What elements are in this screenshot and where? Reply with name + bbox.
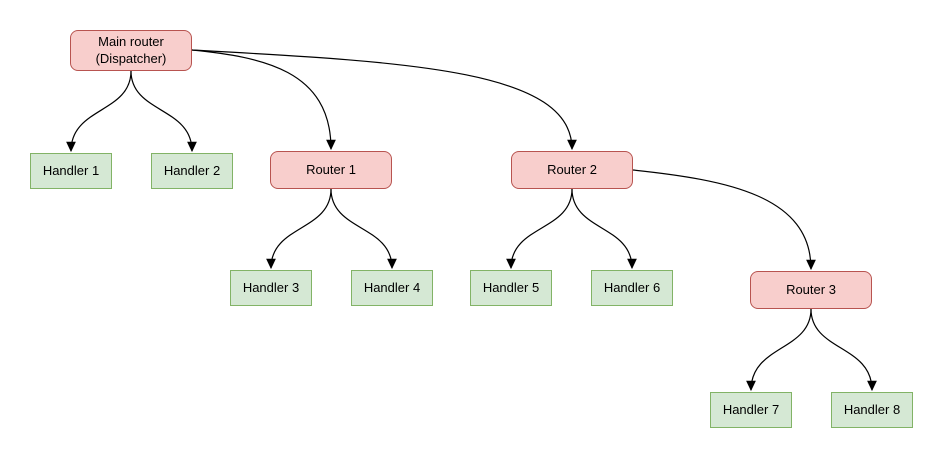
edge-main-router-to-router-2 [191,49,577,151]
node-handler-2: Handler 2 [151,153,233,189]
edge-main-router-to-handler-1 [66,70,132,153]
node-handler-6: Handler 6 [591,270,673,306]
node-handler-8: Handler 8 [831,392,913,428]
node-handler-7: Handler 7 [710,392,792,428]
node-handler-3: Handler 3 [230,270,312,306]
edge-router-3-to-handler-7 [746,308,812,392]
node-handler-4: Handler 4 [351,270,433,306]
edge-main-router-to-handler-2 [130,70,197,153]
edge-router-1-to-handler-3 [266,188,332,270]
node-router-2: Router 2 [511,151,633,189]
edge-main-router-to-router-1 [191,49,336,151]
node-router-1: Router 1 [270,151,392,189]
node-router-3: Router 3 [750,271,872,309]
node-handler-5: Handler 5 [470,270,552,306]
edge-router-2-to-router-3 [632,169,816,271]
edge-router-2-to-handler-6 [571,188,637,270]
edge-router-2-to-handler-5 [506,188,573,270]
node-handler-1: Handler 1 [30,153,112,189]
edge-router-3-to-handler-8 [810,308,877,392]
edge-router-1-to-handler-4 [330,188,397,270]
node-main-router: Main router (Dispatcher) [70,30,192,71]
